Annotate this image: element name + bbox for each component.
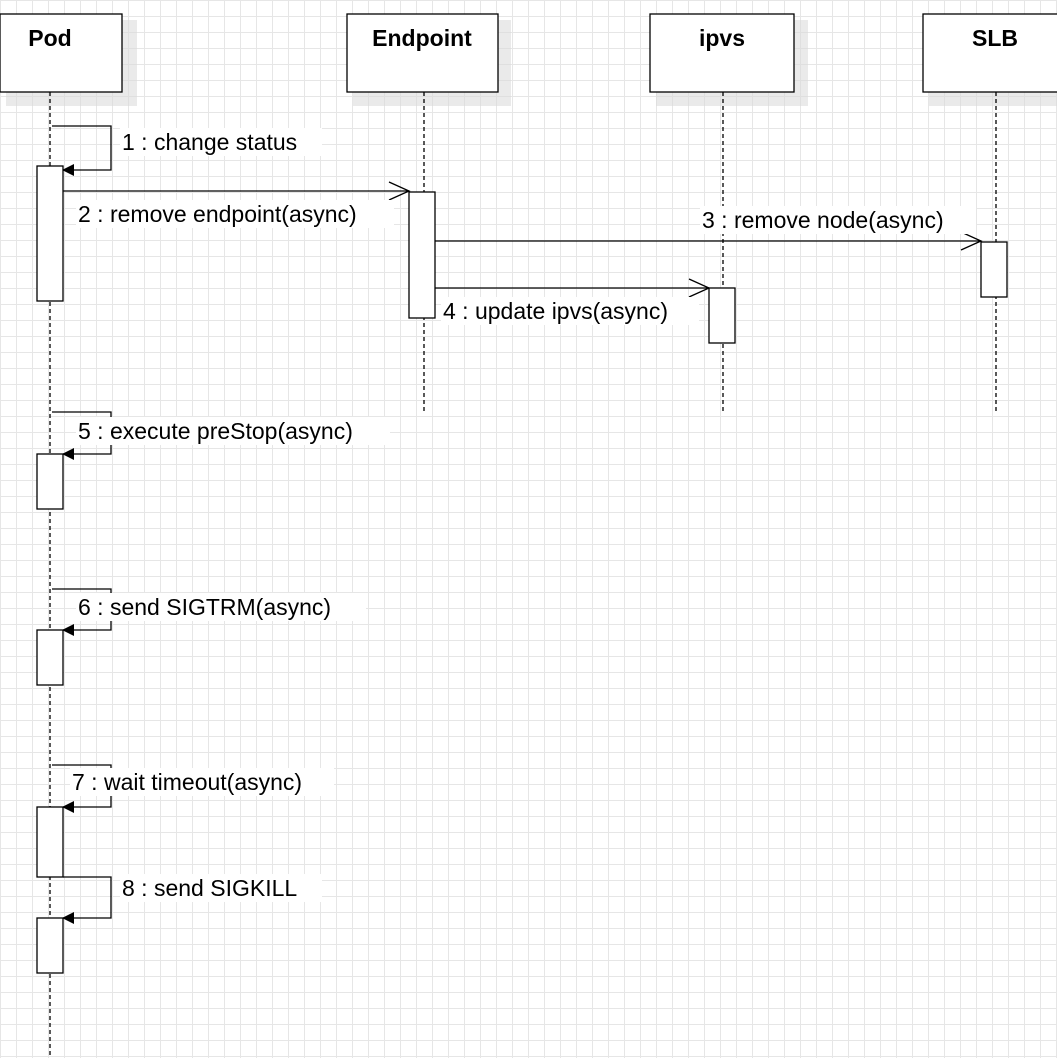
activation-pod-5 [36,917,64,974]
actor-ipvs[interactable]: ipvs [649,13,808,106]
actor-pod[interactable]: Pod [0,13,137,106]
message-7-label: 7 : wait timeout(async) [72,769,302,795]
message-8-label: 8 : send SIGKILL [122,875,297,901]
message-4-label: 4 : update ipvs(async) [443,298,668,324]
message-5-label: 5 : execute preStop(async) [78,418,353,444]
activation-pod-4 [36,806,64,878]
activation-pod-1 [36,165,64,302]
activation-ipvs [708,287,736,344]
actor-endpoint[interactable]: Endpoint [346,13,511,106]
activation-endpoint [408,191,436,319]
actor-ipvs-label: ipvs [699,25,745,51]
actor-pod-label: Pod [28,25,71,51]
activation-pod-2 [36,453,64,510]
message-3-arrowhead [960,231,983,251]
message-2-arrowhead [388,181,411,201]
message-3-label: 3 : remove node(async) [702,207,944,233]
activation-pod-3 [36,629,64,686]
activation-slb [980,241,1008,298]
actor-endpoint-label: Endpoint [372,25,472,51]
message-1-label: 1 : change status [122,129,297,155]
message-2-label: 2 : remove endpoint(async) [78,201,357,227]
actor-slb[interactable]: SLB [922,13,1057,106]
message-6-label: 6 : send SIGTRM(async) [78,594,331,620]
message-1-arrow [52,125,112,176]
actor-slb-label: SLB [972,25,1018,51]
message-8-arrow [62,876,112,924]
